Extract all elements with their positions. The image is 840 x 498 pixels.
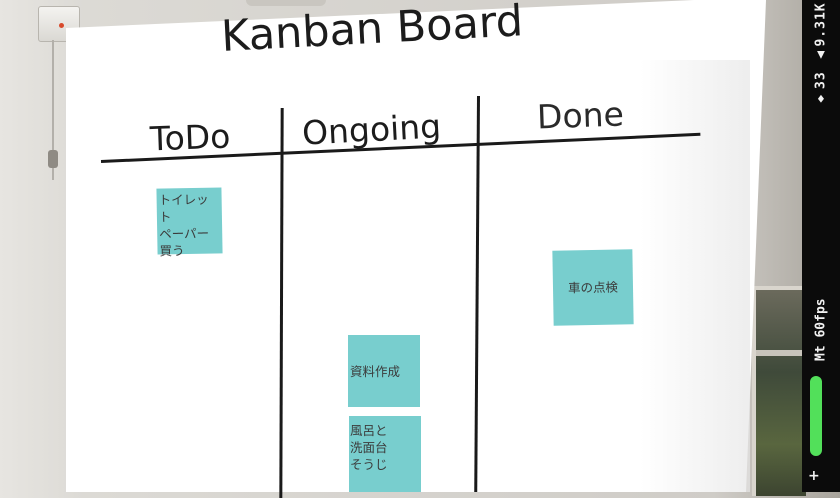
- note-line: 風呂と: [350, 423, 388, 438]
- sticky-note-ongoing-2[interactable]: 風呂と 洗面台 そうじ: [349, 416, 421, 492]
- note-line: 買う: [159, 243, 185, 259]
- ceiling-light: [246, 0, 326, 6]
- board-shade: [640, 60, 750, 492]
- note-line: ペーパー: [159, 225, 210, 242]
- expand-stats-button[interactable]: +: [808, 468, 820, 484]
- sensor-led: [59, 23, 64, 28]
- column-header-todo: ToDo: [149, 116, 231, 159]
- sticky-note-ongoing-1[interactable]: 資料作成: [348, 335, 420, 407]
- stats-hud: ♦33 ▲9.31K Mt 60fps +: [802, 0, 840, 492]
- note-line: 洗面台: [350, 440, 388, 455]
- note-line: 車の点検: [567, 279, 619, 296]
- fps-readout: Mt 60fps: [813, 298, 829, 362]
- pull-cord-handle: [48, 150, 58, 168]
- sticky-note-done-1[interactable]: 車の点検: [552, 249, 634, 326]
- note-line: そうじ: [350, 457, 388, 472]
- column-header-done: Done: [536, 94, 625, 137]
- performance-bar-fill: [810, 376, 822, 456]
- stats-readout: ♦33 ▲9.31K: [813, 2, 829, 106]
- note-line: 資料作成: [350, 363, 401, 379]
- wall-sensor-device: [38, 6, 80, 42]
- performance-bar: [810, 376, 822, 456]
- window: [752, 286, 806, 496]
- pull-cord: [52, 40, 54, 180]
- note-line: トイレット: [158, 191, 209, 225]
- sticky-note-todo-1[interactable]: トイレット ペーパー 買う: [156, 187, 223, 259]
